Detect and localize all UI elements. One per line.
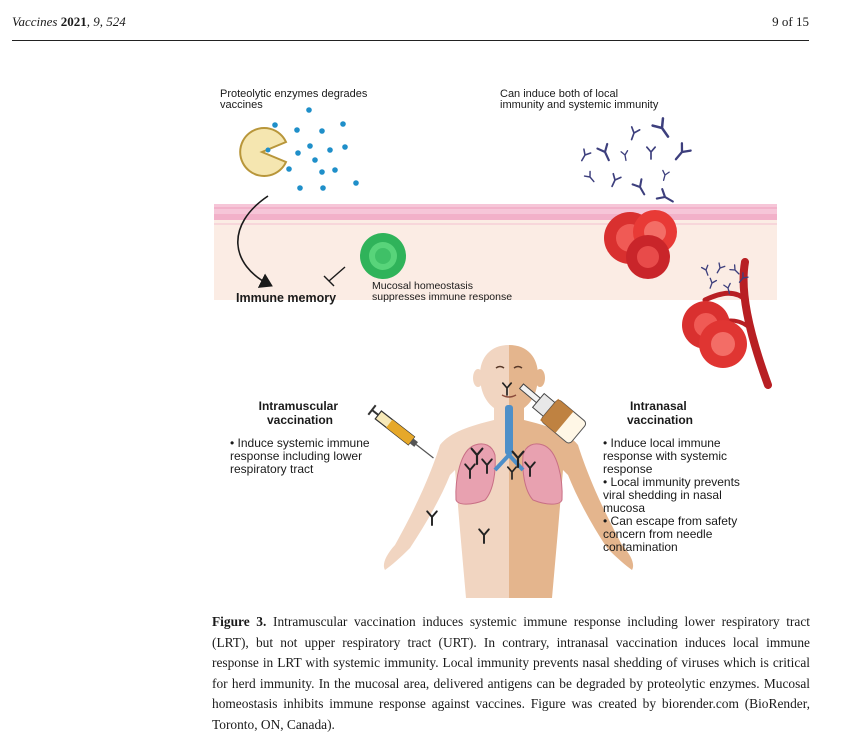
red-blood-cells-vessel	[682, 301, 747, 368]
mucosal-cell	[360, 233, 406, 279]
intramuscular-title: Intramuscular vaccination	[259, 399, 342, 427]
enzyme-label: Proteolytic enzymes degrades vaccines	[220, 88, 370, 111]
figure-illustration: Proteolytic enzymes degrades vaccines Im…	[214, 88, 777, 598]
header-rule	[12, 40, 809, 41]
intramuscular-bullets: • Induce systemic immune response includ…	[230, 436, 373, 476]
journal-name: Vaccines	[12, 14, 58, 29]
volume-page: , 9, 524	[86, 14, 126, 29]
lungs-illustration	[455, 405, 563, 505]
antibody-cluster-top	[577, 117, 692, 208]
immune-memory-label: Immune memory	[236, 291, 336, 305]
mucosal-homeostasis-label: Mucosal homeostasis suppresses immune re…	[372, 280, 512, 303]
intranasal-title: Intranasal vaccination	[627, 399, 693, 427]
red-blood-cells-mucosa	[604, 210, 677, 279]
figure-caption-text: Intramuscular vaccination induces system…	[212, 614, 811, 732]
running-header-citation: Vaccines 2021, 9, 524	[12, 14, 126, 30]
arrow-to-immune-memory	[237, 195, 273, 288]
intranasal-bullets: • Induce local immune response with syst…	[603, 436, 743, 554]
human-body-illustration	[383, 345, 634, 598]
proteolytic-enzyme-icon	[239, 127, 288, 177]
nasal-spray-icon	[518, 383, 587, 444]
mucosa-tissue-band	[214, 204, 777, 300]
inhibition-symbol	[323, 266, 346, 287]
figure-label: Figure 3.	[212, 614, 267, 629]
journal-year: 2021	[60, 14, 87, 29]
page-number: 9 of 15	[772, 14, 809, 29]
local-systemic-label: Can induce both of local immunity and sy…	[500, 88, 659, 111]
syringe-icon	[367, 404, 434, 459]
figure-caption: Figure 3. Intramuscular vaccination indu…	[212, 612, 810, 736]
vaccine-antigen-dots	[272, 107, 359, 191]
